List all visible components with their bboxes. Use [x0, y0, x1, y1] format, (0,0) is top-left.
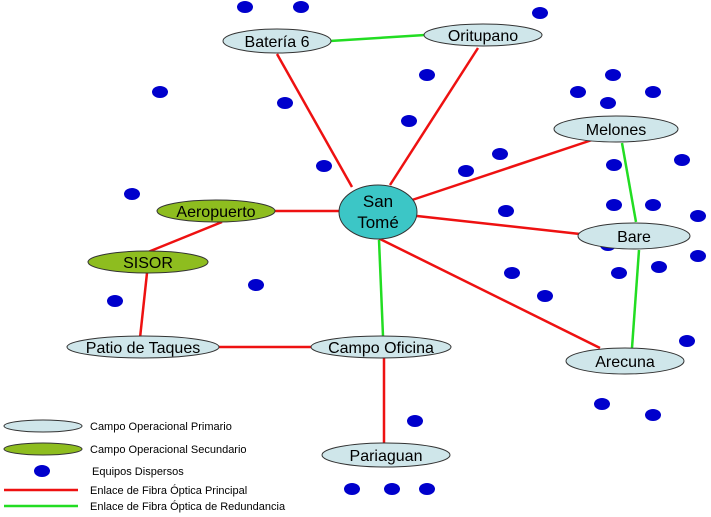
scattered-equipment — [107, 1, 706, 495]
equipment-dot — [492, 148, 508, 160]
equipment-dot — [645, 86, 661, 98]
equipment-dot — [124, 188, 140, 200]
legend-main-label: Enlace de Fibra Óptica Principal — [90, 484, 247, 497]
node-san-tome: San Tomé — [338, 184, 418, 240]
legend-primary-label: Campo Operacional Primario — [90, 421, 232, 433]
equipment-dot — [594, 398, 610, 410]
equipment-dot — [606, 199, 622, 211]
equipment-dot — [605, 69, 621, 81]
equipment-dot — [645, 199, 661, 211]
equipment-dot — [401, 115, 417, 127]
equipment-dot — [237, 1, 253, 13]
equipment-dot — [570, 86, 586, 98]
node-melones: Melones — [553, 115, 679, 143]
node-label-arecuna: Arecuna — [595, 354, 655, 371]
equipment-dot — [537, 290, 553, 302]
link-santome-oficina — [377, 239, 385, 337]
equipment-dot — [532, 7, 548, 19]
equipment-dot — [277, 97, 293, 109]
node-arecuna: Arecuna — [565, 347, 685, 375]
legend-secondary-swatch — [3, 442, 83, 456]
link-santome-bateria6 — [275, 53, 354, 188]
node-oritupano: Oritupano — [423, 23, 543, 47]
equipment-dot — [152, 86, 168, 98]
main-links — [138, 47, 601, 444]
equipment-dot — [419, 483, 435, 495]
equipment-dot — [690, 250, 706, 262]
link-santome-melones — [411, 138, 593, 202]
link-santome-oritupano — [388, 47, 480, 186]
node-label-sisor: SISOR — [123, 255, 173, 272]
legend-dots-label: Equipos Dispersos — [92, 466, 184, 478]
legend: Campo Operacional Primario Campo Operaci… — [3, 419, 286, 513]
link-melones-bare — [620, 142, 638, 223]
node-label-pariaguan: Pariaguan — [350, 448, 423, 465]
equipment-dot — [611, 267, 627, 279]
equipment-dot — [344, 483, 360, 495]
node-label-oritupano: Oritupano — [448, 28, 518, 45]
legend-primary-swatch — [3, 419, 83, 433]
redundant-links — [329, 33, 641, 349]
link-santome-arecuna — [377, 236, 601, 350]
equipment-dot — [651, 261, 667, 273]
node-label-san-tome-2: Tomé — [357, 213, 399, 232]
equipment-dot — [407, 415, 423, 427]
equipment-dot — [419, 69, 435, 81]
equipment-dot — [674, 154, 690, 166]
link-santome-bare — [416, 214, 581, 236]
equipment-dot — [498, 205, 514, 217]
equipment-dot — [504, 267, 520, 279]
node-sisor: SISOR — [87, 250, 209, 274]
node-label-patio-taques: Patio de Taques — [86, 340, 200, 357]
equipment-dot — [293, 1, 309, 13]
legend-secondary-label: Campo Operacional Secundario — [90, 444, 247, 456]
equipment-dot — [606, 159, 622, 171]
node-label-campo-oficina: Campo Oficina — [328, 340, 434, 357]
equipment-dot — [679, 335, 695, 347]
link-bateria6-oritupano — [329, 33, 426, 43]
node-pariaguan: Pariaguan — [321, 442, 451, 468]
node-label-aeropuerto: Aeropuerto — [176, 204, 255, 221]
link-aeropuerto-sisor — [147, 220, 223, 254]
node-label-melones: Melones — [586, 122, 646, 139]
node-label-bateria6: Batería 6 — [245, 34, 310, 51]
equipment-dot — [458, 165, 474, 177]
node-aeropuerto: Aeropuerto — [156, 199, 276, 223]
link-bare-arecuna — [630, 249, 641, 349]
node-label-bare: Bare — [617, 229, 651, 246]
link-sisor-patio — [138, 272, 149, 339]
equipment-dot — [645, 409, 661, 421]
node-patio-taques: Patio de Taques — [66, 335, 220, 359]
legend-dot-swatch — [34, 465, 50, 477]
legend-redundant-label: Enlace de Fibra Óptica de Redundancia — [90, 500, 286, 513]
node-bare: Bare — [577, 222, 691, 250]
equipment-dot — [600, 97, 616, 109]
equipment-dot — [384, 483, 400, 495]
equipment-dot — [248, 279, 264, 291]
node-label-san-tome-1: San — [363, 192, 393, 211]
node-bateria6: Batería 6 — [222, 28, 332, 54]
equipment-dot — [316, 160, 332, 172]
equipment-dot — [690, 210, 706, 222]
node-campo-oficina: Campo Oficina — [310, 335, 452, 359]
equipment-dot — [107, 295, 123, 307]
